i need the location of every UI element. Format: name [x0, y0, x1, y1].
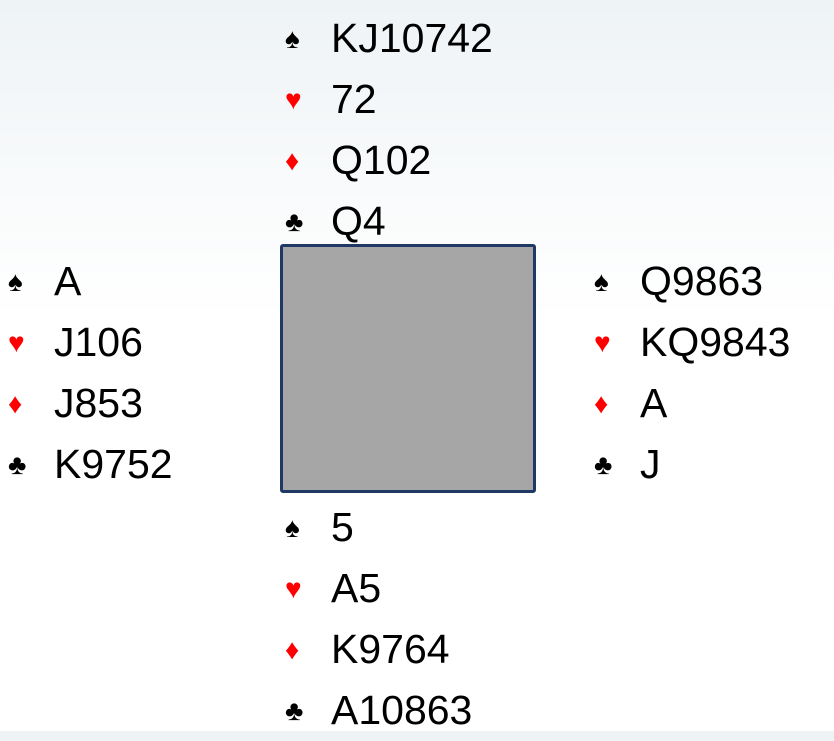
east-diamonds-row: ♦A: [594, 373, 790, 434]
east-clubs-row: ♣J: [594, 434, 790, 495]
east-spades-cards: Q9863: [640, 258, 764, 304]
north-spades-row: ♠ KJ10742: [285, 8, 493, 69]
north-hearts-cards: 72: [331, 76, 377, 122]
west-clubs-row: ♣ K9752: [8, 434, 173, 495]
south-diamonds-cards: K9764: [331, 626, 450, 672]
club-icon: ♣: [8, 449, 27, 480]
north-hand: ♠ KJ10742 ♥ 72 ♦ Q102 ♣ Q4: [285, 8, 493, 252]
west-clubs-cards: K9752: [54, 441, 173, 487]
east-spades-row: ♠ Q9863: [594, 251, 790, 312]
east-hearts-cards: KQ9843: [640, 319, 791, 365]
club-icon: ♣: [285, 695, 304, 726]
spade-icon: ♠: [285, 512, 300, 543]
heart-icon: ♥: [594, 327, 611, 358]
west-diamonds-cards: J853: [54, 380, 143, 426]
south-hand: ♠5 ♥A5 ♦K9764 ♣A10863: [285, 497, 472, 741]
south-spades-cards: 5: [331, 504, 354, 550]
west-hand: ♠A ♥J106 ♦J853 ♣K9752: [8, 251, 173, 495]
west-hearts-cards: J106: [54, 319, 143, 365]
north-clubs-cards: Q4: [331, 198, 386, 244]
north-diamonds-cards: Q102: [331, 137, 432, 183]
east-clubs-cards: J: [640, 441, 661, 487]
east-hearts-row: ♥ KQ9843: [594, 312, 790, 373]
east-hand: ♠Q9863 ♥KQ9843 ♦A ♣J: [594, 251, 790, 495]
spade-icon: ♠: [8, 266, 23, 297]
diamond-icon: ♦: [594, 388, 609, 419]
club-icon: ♣: [285, 206, 304, 237]
diamond-icon: ♦: [285, 634, 300, 665]
north-diamonds-row: ♦ Q102: [285, 130, 493, 191]
north-clubs-row: ♣ Q4: [285, 191, 493, 252]
table-center: [280, 244, 536, 493]
north-hearts-row: ♥ 72: [285, 69, 493, 130]
south-diamonds-row: ♦ K9764: [285, 619, 472, 680]
south-spades-row: ♠5: [285, 497, 472, 558]
north-spades-cards: KJ10742: [331, 15, 493, 61]
west-spades-cards: A: [54, 258, 82, 304]
west-diamonds-row: ♦ J853: [8, 373, 173, 434]
west-spades-row: ♠A: [8, 251, 173, 312]
club-icon: ♣: [594, 449, 613, 480]
west-hearts-row: ♥ J106: [8, 312, 173, 373]
heart-icon: ♥: [8, 327, 25, 358]
south-clubs-cards: A10863: [331, 687, 473, 733]
heart-icon: ♥: [285, 84, 302, 115]
south-hearts-row: ♥ A5: [285, 558, 472, 619]
east-diamonds-cards: A: [640, 380, 668, 426]
spade-icon: ♠: [594, 266, 609, 297]
south-hearts-cards: A5: [331, 565, 382, 611]
diamond-icon: ♦: [8, 388, 23, 419]
heart-icon: ♥: [285, 573, 302, 604]
spade-icon: ♠: [285, 23, 300, 54]
south-clubs-row: ♣ A10863: [285, 680, 472, 741]
diamond-icon: ♦: [285, 145, 300, 176]
